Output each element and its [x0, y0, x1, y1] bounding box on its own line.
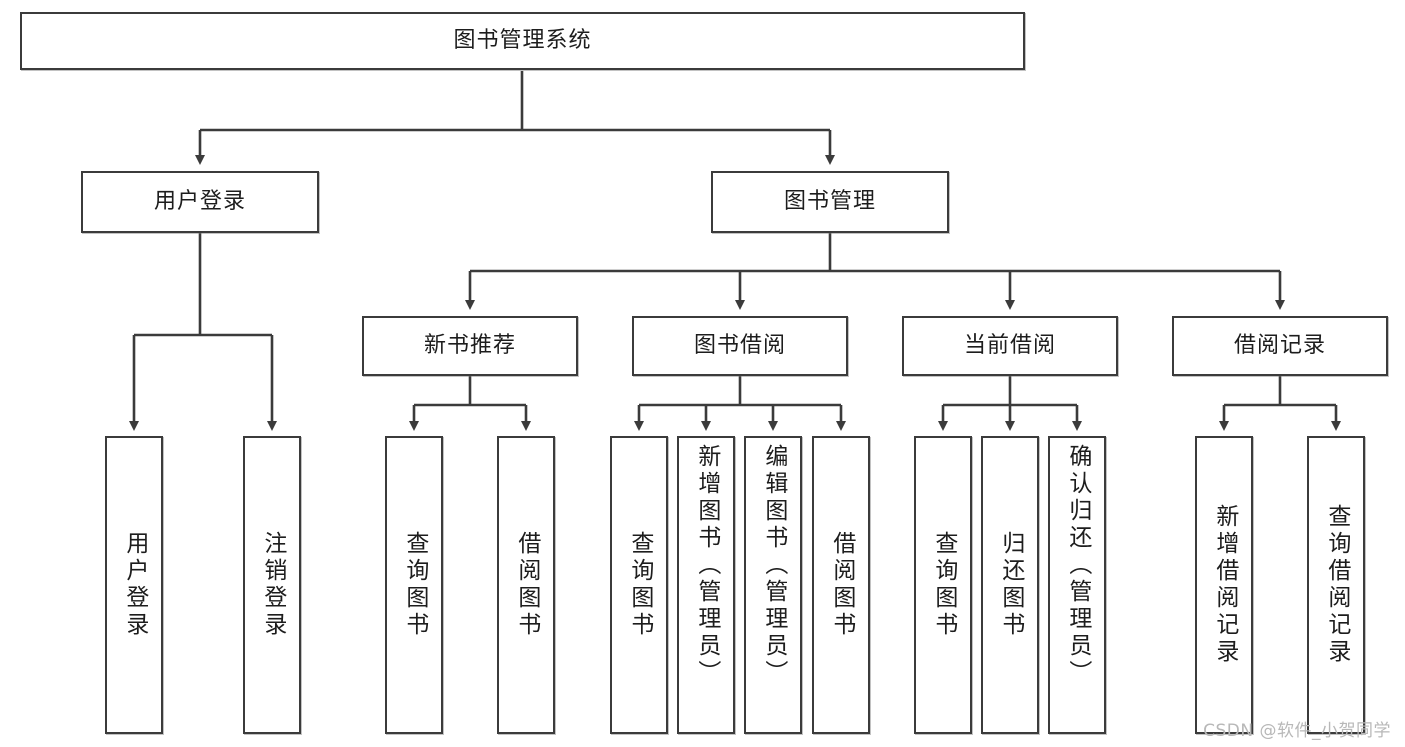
leaf-new-book-query-label: 查询图书 [401, 531, 428, 639]
csdn-watermark: CSDN @软件_小贺同学 [1203, 721, 1391, 741]
node-current-borrow-label: 当前借阅 [963, 333, 1056, 359]
node-user-login[interactable]: 用户登录 [81, 171, 319, 233]
leaf-borrow-edit-book[interactable]: 编辑图书（管理员） [744, 436, 802, 734]
leaf-borrow-add-book-label: 新增图书（管理员） [693, 444, 720, 687]
node-book-borrow-label: 图书借阅 [693, 333, 786, 359]
leaf-borrow-add-book[interactable]: 新增图书（管理员） [677, 436, 735, 734]
leaf-current-query-book-label: 查询图书 [930, 531, 957, 639]
leaf-records-add-label: 新增借阅记录 [1211, 504, 1238, 666]
node-user-login-label: 用户登录 [153, 189, 246, 215]
leaf-records-query-label: 查询借阅记录 [1323, 504, 1350, 666]
leaf-current-query-book[interactable]: 查询图书 [914, 436, 972, 734]
node-borrow-records[interactable]: 借阅记录 [1172, 316, 1388, 376]
node-current-borrow[interactable]: 当前借阅 [902, 316, 1118, 376]
leaf-borrow-borrow-book-label: 借阅图书 [828, 531, 855, 639]
node-book-borrow[interactable]: 图书借阅 [632, 316, 848, 376]
node-new-book-recommend-label: 新书推荐 [423, 333, 516, 359]
leaf-new-book-borrow[interactable]: 借阅图书 [497, 436, 555, 734]
leaf-borrow-query-book-label: 查询图书 [626, 531, 653, 639]
leaf-borrow-query-book[interactable]: 查询图书 [610, 436, 668, 734]
leaf-current-confirm-return[interactable]: 确认归还（管理员） [1048, 436, 1106, 734]
node-root[interactable]: 图书管理系统 [20, 12, 1025, 70]
leaf-logout-label: 注销登录 [259, 531, 286, 639]
node-book-manage-label: 图书管理 [783, 189, 876, 215]
leaf-logout[interactable]: 注销登录 [243, 436, 301, 734]
node-book-manage[interactable]: 图书管理 [711, 171, 949, 233]
node-root-label: 图书管理系统 [453, 28, 592, 54]
leaf-borrow-edit-book-label: 编辑图书（管理员） [760, 444, 787, 687]
leaf-user-login[interactable]: 用户登录 [105, 436, 163, 734]
leaf-borrow-borrow-book[interactable]: 借阅图书 [812, 436, 870, 734]
leaf-current-return-book[interactable]: 归还图书 [981, 436, 1039, 734]
leaf-current-confirm-return-label: 确认归还（管理员） [1064, 444, 1091, 687]
leaf-new-book-borrow-label: 借阅图书 [513, 531, 540, 639]
node-new-book-recommend[interactable]: 新书推荐 [362, 316, 578, 376]
leaf-new-book-query[interactable]: 查询图书 [385, 436, 443, 734]
leaf-current-return-book-label: 归还图书 [997, 531, 1024, 639]
node-borrow-records-label: 借阅记录 [1233, 333, 1326, 359]
leaf-records-add[interactable]: 新增借阅记录 [1195, 436, 1253, 734]
leaf-records-query[interactable]: 查询借阅记录 [1307, 436, 1365, 734]
leaf-user-login-label: 用户登录 [121, 531, 148, 639]
